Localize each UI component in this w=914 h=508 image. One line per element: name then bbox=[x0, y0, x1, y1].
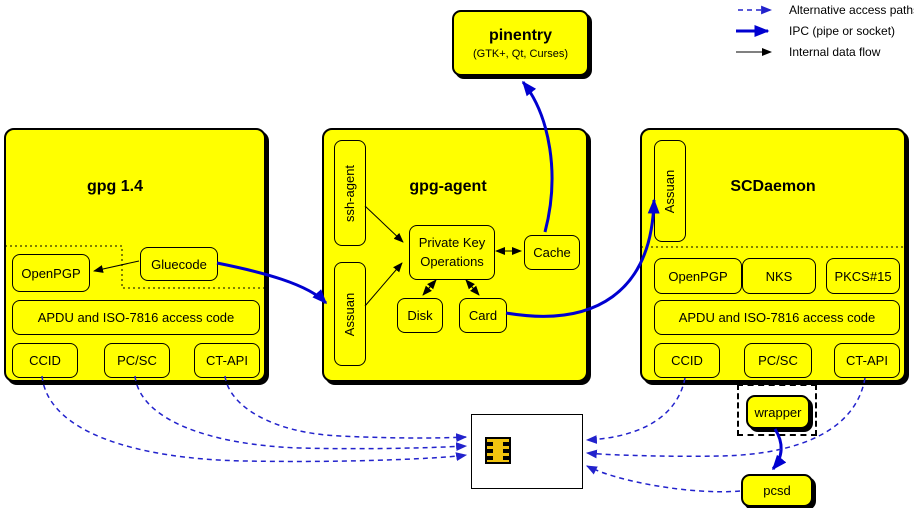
legend-internal-label: Internal data flow bbox=[789, 45, 881, 59]
pinentry-box: pinentry (GTK+, Qt, Curses) bbox=[452, 10, 589, 76]
scdaemon-assuan-label: Assuan bbox=[662, 169, 678, 213]
alt-gpg14-ccid-to-card bbox=[41, 375, 468, 463]
pinentry-title: pinentry bbox=[488, 26, 553, 44]
alt-scdaemon-ctapi-to-card bbox=[585, 377, 866, 459]
scdaemon-nks-box: NKS bbox=[742, 258, 816, 294]
gpgagent-pko-box: Private Key Operations bbox=[409, 225, 495, 280]
scdaemon-openpgp-box: OpenPGP bbox=[654, 258, 742, 294]
gpg14-ctapi-box: CT-API bbox=[194, 343, 260, 378]
legend-alt-label: Alternative access paths bbox=[789, 3, 914, 17]
gpgagent-assuan-box: Assuan bbox=[334, 262, 366, 366]
gpgagent-disk-box: Disk bbox=[397, 298, 443, 333]
gpgagent-sshagent-label: ssh-agent bbox=[342, 164, 358, 222]
gpg14-ccid-box: CCID bbox=[12, 343, 78, 378]
gpgagent-title: gpg-agent bbox=[409, 178, 487, 195]
scdaemon-ctapi-box: CT-API bbox=[834, 343, 900, 378]
alt-gpg14-ctapi-to-card bbox=[224, 375, 468, 442]
smartcard-chip-icon bbox=[485, 437, 511, 464]
gpg14-openpgp-box: OpenPGP bbox=[12, 254, 90, 292]
wrapper-box: wrapper bbox=[746, 395, 810, 429]
gpg14-apdu-box: APDU and ISO-7816 access code bbox=[12, 300, 260, 335]
scdaemon-box bbox=[640, 128, 906, 382]
gpg14-pcsc-box: PC/SC bbox=[104, 343, 170, 378]
gpg14-gluecode-box: Gluecode bbox=[140, 247, 218, 281]
smartcard bbox=[471, 414, 583, 489]
alt-scdaemon-ccid-to-card bbox=[585, 377, 686, 444]
gpg14-title: gpg 1.4 bbox=[86, 178, 143, 195]
scdaemon-pkcs15-box: PKCS#15 bbox=[826, 258, 900, 294]
gpgagent-assuan-label: Assuan bbox=[342, 292, 358, 336]
scdaemon-apdu-box: APDU and ISO-7816 access code bbox=[654, 300, 900, 335]
gpgagent-pko-line2: Operations bbox=[420, 253, 484, 269]
pcsd-box: pcsd bbox=[741, 474, 813, 507]
pinentry-subtitle: (GTK+, Qt, Curses) bbox=[472, 47, 569, 60]
alt-pcsd-to-card bbox=[586, 465, 741, 493]
gpgagent-sshagent-box: ssh-agent bbox=[334, 140, 366, 246]
scdaemon-ccid-box: CCID bbox=[654, 343, 720, 378]
gpgagent-card-box: Card bbox=[459, 298, 507, 333]
legend-ipc-label: IPC (pipe or socket) bbox=[789, 24, 896, 38]
gpgagent-pko-line1: Private Key bbox=[418, 234, 486, 250]
scdaemon-pcsc-box: PC/SC bbox=[744, 343, 812, 378]
alt-gpg14-pcsc-to-card bbox=[134, 375, 468, 451]
scdaemon-title: SCDaemon bbox=[730, 178, 816, 195]
gpgagent-cache-box: Cache bbox=[524, 235, 580, 270]
scdaemon-assuan-box: Assuan bbox=[654, 140, 686, 242]
